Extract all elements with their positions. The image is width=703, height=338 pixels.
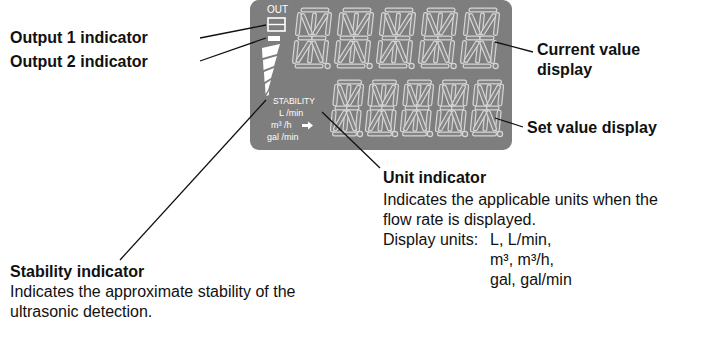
unit-arrow: [302, 122, 313, 130]
callout-title: Unit indicator: [383, 168, 486, 188]
callout-title: Stability indicator: [10, 262, 144, 282]
panel-text: L /min: [279, 109, 303, 118]
callout-note: Display units:: [383, 230, 478, 250]
current-value-digits: [294, 10, 498, 69]
leader-line: [200, 38, 266, 61]
stability-indicator: [262, 44, 280, 96]
panel-text: gal /min: [267, 133, 299, 142]
leader-line: [495, 118, 523, 127]
lcd-panel: OUT STABILITY L /min m³ /h gal /min: [250, 0, 512, 150]
leader-line: [200, 25, 266, 38]
output-indicators: [268, 18, 285, 41]
leader-line: [495, 42, 533, 52]
callout-title: Output 2 indicator: [10, 52, 148, 72]
panel-text: OUT: [267, 5, 288, 15]
callout-note: Indicates the approximate stability of t…: [10, 282, 315, 322]
callout-note: L, L/min, m³, m³/h, gal, gal/min: [490, 230, 576, 290]
leader-line: [120, 100, 266, 260]
callout-note: Indicates the applicable units when the …: [383, 190, 673, 230]
callout-title: Set value display: [527, 118, 657, 138]
callout-title: Current value display: [537, 40, 657, 80]
leader-line: [322, 112, 380, 168]
callout-title: Output 1 indicator: [10, 28, 148, 48]
set-value-digits: [332, 82, 502, 137]
panel-text: STABILITY: [273, 97, 315, 106]
panel-text: m³ /h: [271, 121, 292, 130]
